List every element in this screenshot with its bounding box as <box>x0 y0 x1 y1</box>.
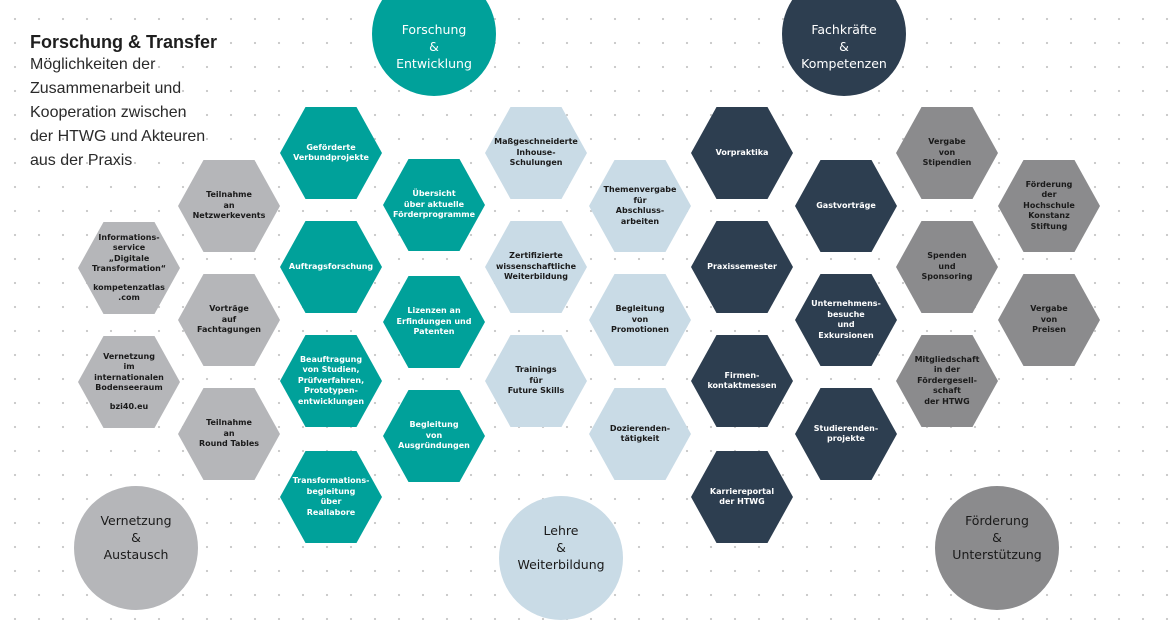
hex-gastvortraege: Gastvorträge <box>795 160 897 252</box>
hex-preise: Vergabe von Preisen <box>998 274 1100 366</box>
category-forschung-circle: Forschung & Entwicklung <box>372 0 496 96</box>
hex-bodenseeraum: Vernetzung im internationalen Bodenseera… <box>78 336 180 428</box>
hex-firmenkontaktmessen: Firmen- kontaktmessen <box>691 335 793 427</box>
link-bzi40: bzi40.eu <box>109 401 149 411</box>
hex-transformationsbegleitung: Transformations- begleitung über Reallab… <box>280 451 382 543</box>
hex-zertifizierte-weiterbildung: Zertifizierte wissenschaftliche Weiterbi… <box>485 221 587 313</box>
hex-unternehmensbesuche: Unternehmens- besuche und Exkursionen <box>795 274 897 366</box>
hex-netzwerkevents: Teilnahme an Netzwerkevents <box>178 160 280 252</box>
hex-fachtagungen: Vorträge auf Fachtagungen <box>178 274 280 366</box>
hex-abschlussarbeiten: Themenvergabe für Abschluss- arbeiten <box>589 160 691 252</box>
hex-round-tables: Teilnahme an Round Tables <box>178 388 280 480</box>
hex-auftragsforschung: Auftragsforschung <box>280 221 382 313</box>
hex-inhouse-schulungen: Maßgeschneiderte Inhouse- Schulungen <box>485 107 587 199</box>
category-fachkraefte-circle: Fachkräfte & Kompetenzen <box>782 0 906 96</box>
hex-verbundprojekte: Geförderte Verbundprojekte <box>280 107 382 199</box>
category-foerderung-circle: Förderung & Unterstützung <box>935 486 1059 610</box>
category-lehre-label: Lehre & Weiterbildung <box>517 522 605 572</box>
category-vernetzung-circle: Vernetzung & Austausch <box>74 486 198 610</box>
category-forschung-label: Forschung & Entwicklung <box>396 21 472 71</box>
hex-spenden-sponsoring: Spenden und Sponsoring <box>896 221 998 313</box>
link-kompetenzatlas: kompetenzatlas .com <box>93 282 165 303</box>
category-fachkraefte-label: Fachkräfte & Kompetenzen <box>801 21 887 71</box>
hex-promotionen: Begleitung von Promotionen <box>589 274 691 366</box>
hex-stipendien: Vergabe von Stipendien <box>896 107 998 199</box>
hex-ausgruendungen: Begleitung von Ausgründungen <box>383 390 485 482</box>
hex-karriereportal: Karriereportal der HTWG <box>691 451 793 543</box>
hex-lizenzen: Lizenzen an Erfindungen und Patenten <box>383 276 485 368</box>
hex-foerdergesellschaft: Mitgliedschaft in der Fördergesell- scha… <box>896 335 998 427</box>
hex-studierendenprojekte: Studierenden- projekte <box>795 388 897 480</box>
hex-beauftragung-studien: Beauftragung von Studien, Prüfverfahren,… <box>280 335 382 427</box>
category-vernetzung-label: Vernetzung & Austausch <box>100 512 172 562</box>
title-block: Forschung & Transfer Möglichkeiten der Z… <box>30 31 250 173</box>
category-lehre-circle: Lehre & Weiterbildung <box>499 496 623 620</box>
hex-praxissemester: Praxissemester <box>691 221 793 313</box>
hex-informationsservice: Informations- service „Digitale Transfor… <box>78 222 180 314</box>
hex-vorpraktika: Vorpraktika <box>691 107 793 199</box>
page-title: Forschung & Transfer <box>30 32 218 52</box>
hex-foerderprogramme: Übersicht über aktuelle Förderprogramme <box>383 159 485 251</box>
category-foerderung-label: Förderung & Unterstützung <box>952 512 1042 562</box>
hex-future-skills: Trainings für Future Skills <box>485 335 587 427</box>
hex-dozierendentaetigkeit: Dozierenden- tätigkeit <box>589 388 691 480</box>
page-subtitle: Möglichkeiten der Zusammenarbeit und Koo… <box>30 56 206 169</box>
hex-stiftung: Förderung der Hochschule Konstanz Stiftu… <box>998 160 1100 252</box>
